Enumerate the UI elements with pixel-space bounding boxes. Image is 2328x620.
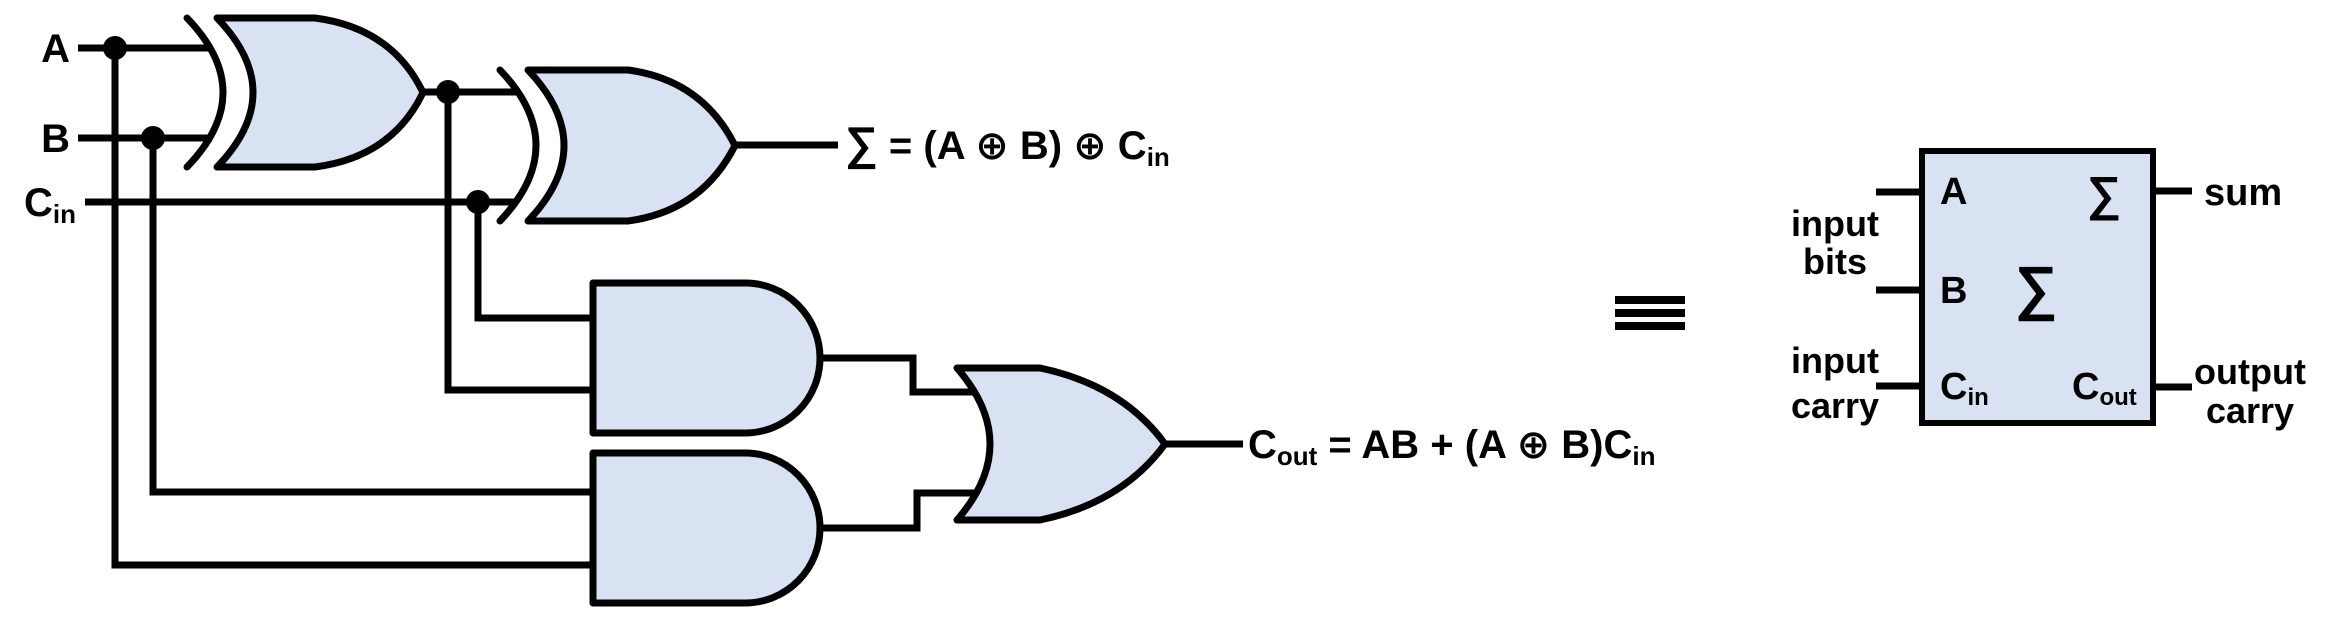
wire-and1-out-to-or [820,354,976,396]
wire-cin-branch-to-and1 [474,202,593,322]
junction-dot-a [103,36,127,60]
block-label-input-bits-line1: input [1791,203,1879,244]
junction-dot-b [141,126,165,150]
xor-gate-1 [213,14,427,171]
full-adder-block [1919,148,2156,426]
block-label-input-carry-line2: carry [1791,385,1879,426]
block-label-sum: sum [2204,172,2282,214]
equivalence-icon [1615,296,1685,330]
block-label-input-bits-line2: bits [1803,241,1867,282]
input-a-label: A [41,27,70,71]
block-port-sum-sigma: ∑ [2087,168,2121,221]
input-b-label: B [41,117,70,161]
block-port-a-label: A [1940,171,1967,213]
xor1-input-arc [183,14,227,171]
cout-equation: Cout = AB + (A ⊕ B)Cin [1248,423,1655,471]
junction-dot-xor1-output [436,80,460,104]
and-gate-1 [589,279,824,437]
xor-gate-2 [524,66,739,225]
junction-dot-cin [466,190,490,214]
block-label-output-carry-line2: carry [2206,390,2294,431]
xor2-input-arc [496,66,540,225]
block-label-input-carry-line1: input [1791,340,1879,381]
wire-a-branch-to-and2 [111,48,593,569]
sum-equation: ∑ = (A ⊕ B) ⊕ Cin [845,117,1170,172]
block-center-sigma: ∑ [2015,254,2058,322]
or-gate [953,364,1169,524]
wire-b-branch-to-and2 [149,138,593,496]
and-gate-2 [589,449,824,607]
block-port-cin-label: Cin [1940,366,1989,411]
equivalence-bar-top [1615,296,1685,304]
block-port-cout-label: Cout [2072,366,2137,411]
wire-xor1-out-branch-to-and1 [444,92,593,394]
equivalence-bar-middle [1615,309,1685,317]
equivalence-bar-bottom [1615,322,1685,330]
input-cin-label: Cin [24,181,76,229]
block-label-output-carry-line1: output [2194,351,2306,392]
wire-and2-out-to-or [820,489,978,532]
block-port-b-label: B [1940,270,1967,312]
